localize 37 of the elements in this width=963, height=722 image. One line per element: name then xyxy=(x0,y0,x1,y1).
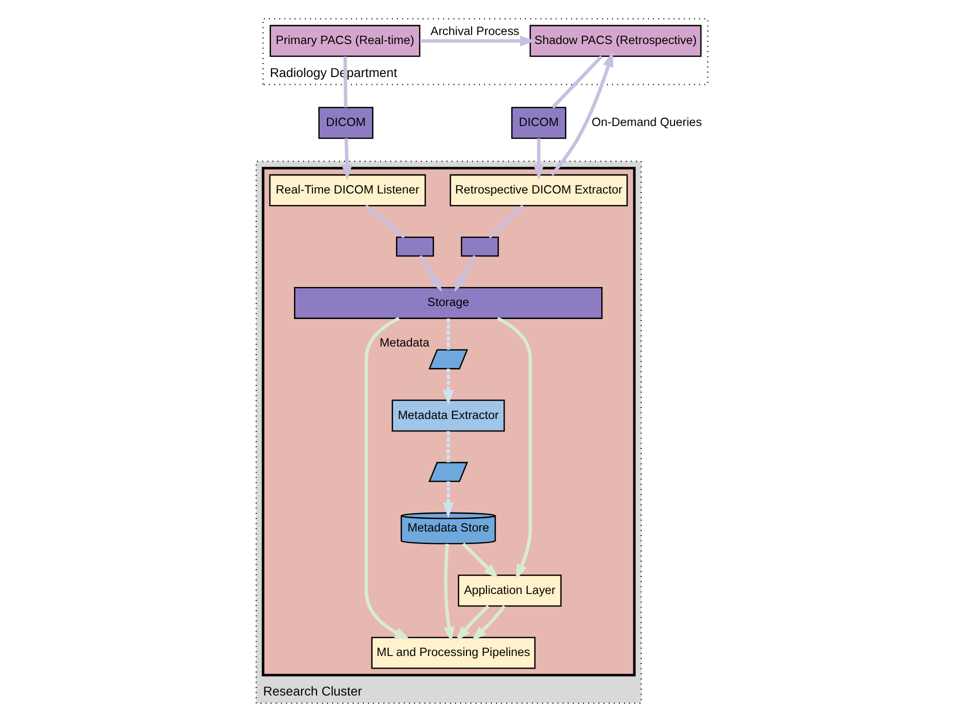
connector xyxy=(446,318,450,350)
arrow xyxy=(364,316,410,640)
node-box: ML and Processing Pipelines xyxy=(370,636,536,669)
edge-label: Archival Process xyxy=(430,24,519,38)
node-parallelogram xyxy=(428,349,468,370)
node-box: Storage xyxy=(294,286,602,319)
node-box: DICOM xyxy=(510,106,566,139)
node-box xyxy=(396,236,434,257)
arrow xyxy=(461,542,498,579)
node-box: Shadow PACS (Retrospective) xyxy=(529,24,702,57)
connector xyxy=(446,431,450,462)
edge-label: On-Demand Queries xyxy=(591,115,702,130)
arrow xyxy=(442,481,454,518)
connector xyxy=(488,204,524,238)
connector xyxy=(364,204,405,238)
arrow xyxy=(420,36,535,46)
arrow xyxy=(454,255,476,292)
node-box: Metadata Extractor xyxy=(391,400,504,432)
arrow xyxy=(470,605,506,642)
arrow xyxy=(341,138,352,180)
arrow xyxy=(418,255,442,292)
node-box: Real-Time DICOM Listener xyxy=(268,174,426,206)
node-box: Primary PACS (Real-time) xyxy=(269,24,420,57)
connector xyxy=(342,56,347,108)
node-label: Metadata xyxy=(379,336,429,350)
node-box: Application Layer xyxy=(457,574,562,607)
node-box: Retrospective DICOM Extractor xyxy=(449,174,628,206)
node-box: DICOM xyxy=(318,106,373,139)
connector xyxy=(551,55,602,109)
node-box xyxy=(460,236,498,257)
arrow xyxy=(443,544,454,642)
node-parallelogram xyxy=(428,462,468,482)
arrow xyxy=(496,316,532,580)
arrow xyxy=(455,604,489,642)
arrow xyxy=(532,138,544,180)
arrow xyxy=(550,51,613,176)
arrow xyxy=(442,368,454,406)
